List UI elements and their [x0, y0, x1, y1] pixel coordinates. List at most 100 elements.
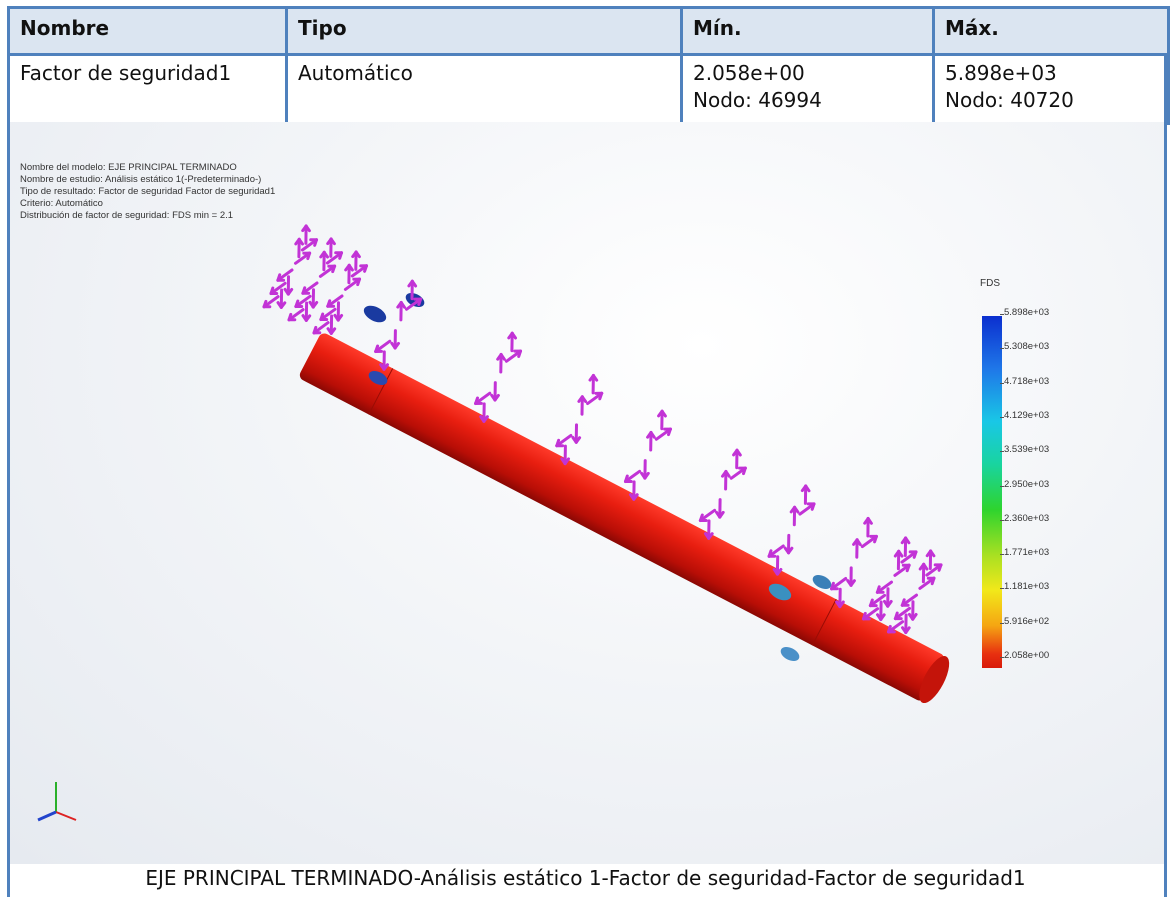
- load-arrow: [269, 286, 275, 295]
- load-arrow: [767, 549, 773, 558]
- load-arrow: [331, 264, 337, 274]
- load-arrow: [624, 469, 642, 483]
- max-node: Nodo: 40720: [945, 88, 1074, 112]
- shaft-body: [299, 333, 950, 704]
- shaft-end-face: [919, 656, 950, 704]
- load-arrow: [929, 549, 936, 558]
- load-arrow: [262, 299, 268, 309]
- load-arrow: [301, 314, 308, 322]
- load-arrow: [338, 251, 343, 260]
- load-arrow: [306, 251, 312, 261]
- load-arrow: [893, 563, 911, 577]
- load-arrow: [830, 577, 848, 591]
- load-arrow: [887, 624, 892, 634]
- load-arrow: [855, 538, 862, 547]
- load-arrow: [517, 349, 522, 358]
- load-arrow: [343, 277, 361, 291]
- load-arrow: [629, 493, 636, 501]
- load-arrow: [591, 374, 599, 382]
- legend-tick-label: 5.308e+03: [999, 341, 1050, 353]
- load-arrow: [555, 438, 561, 448]
- load-arrow: [374, 339, 392, 353]
- cell-tipo: Automático: [285, 53, 683, 125]
- load-arrow: [893, 606, 911, 621]
- load-arrow: [313, 238, 318, 247]
- load-arrow: [767, 544, 785, 558]
- load-arrow: [897, 549, 904, 558]
- load-arrow: [930, 576, 936, 586]
- load-arrow: [499, 353, 506, 361]
- table-header-row: Nombre Tipo Mín. Máx.: [7, 6, 1170, 56]
- load-arrow: [276, 273, 282, 282]
- header-tipo: Tipo: [285, 6, 683, 56]
- shaft-step-line: [368, 368, 394, 415]
- load-arrow: [294, 251, 312, 265]
- legend-tick-label: 1.771e+03: [999, 547, 1050, 559]
- info-study-name: Nombre de estudio: Análisis estático 1(-…: [20, 174, 262, 185]
- load-arrow: [304, 224, 311, 233]
- load-arrow: [308, 300, 315, 309]
- load-arrow: [873, 534, 878, 544]
- info-result-type: Tipo de resultado: Factor de seguridad F…: [20, 186, 276, 197]
- blue-region: [812, 574, 832, 590]
- cell-max: 5.898e+03 Nodo: 40720: [932, 53, 1170, 125]
- load-arrow: [907, 612, 915, 621]
- legend-title: FDS: [980, 278, 1000, 289]
- info-criterion: Criterio: Automático: [20, 198, 103, 209]
- load-arrow: [297, 237, 304, 246]
- info-fds-min: Distribución de factor de seguridad: FDS…: [20, 210, 234, 221]
- load-arrow: [300, 238, 318, 252]
- load-arrow: [901, 626, 908, 634]
- load-arrow: [417, 297, 423, 306]
- load-arrow: [283, 287, 290, 296]
- load-arrow: [835, 600, 842, 609]
- table-row: Factor de seguridad1 Automático 2.058e+0…: [7, 53, 1170, 125]
- load-arrow: [560, 457, 567, 466]
- study-info: Nombre del modelo: EJE PRINCIPAL TERMINA…: [20, 162, 275, 222]
- load-arrow: [379, 363, 386, 371]
- legend-tick-label: 3.539e+03: [999, 444, 1050, 456]
- legend-tick-label: 5.898e+03: [999, 307, 1050, 318]
- load-arrow: [490, 393, 497, 402]
- cell-min: 2.058e+00 Nodo: 46994: [680, 53, 935, 125]
- load-arrow: [793, 505, 800, 514]
- blue-region: [768, 583, 792, 601]
- load-arrow: [912, 550, 918, 559]
- load-arrow: [294, 299, 300, 308]
- load-arrow: [390, 341, 397, 350]
- load-arrow: [325, 251, 343, 265]
- load-arrow: [510, 331, 517, 340]
- load-arrow: [729, 466, 747, 480]
- results-table: Nombre Tipo Mín. Máx. Factor de segurida…: [7, 6, 1170, 125]
- load-arrow: [937, 563, 943, 572]
- load-arrow: [862, 611, 867, 621]
- load-arrow: [918, 576, 936, 590]
- load-arrow: [905, 563, 911, 573]
- load-arrow: [301, 286, 307, 295]
- legend-tick-label: 2.950e+03: [999, 478, 1050, 490]
- load-arrow: [319, 312, 325, 321]
- load-arrow: [925, 563, 943, 577]
- result-viewport[interactable]: Nombre del modelo: EJE PRINCIPAL TERMINA…: [10, 122, 1164, 864]
- blue-region: [780, 646, 800, 662]
- load-arrow: [356, 277, 361, 287]
- load-arrow: [900, 550, 918, 564]
- load-arrow: [363, 264, 368, 273]
- load-arrow: [798, 502, 816, 516]
- load-arrow: [333, 313, 340, 322]
- load-arrow: [326, 294, 344, 308]
- load-arrow: [347, 263, 354, 272]
- load-arrow: [715, 510, 722, 519]
- load-arrow: [875, 585, 881, 594]
- header-nombre: Nombre: [7, 6, 288, 56]
- blue-region: [368, 370, 388, 386]
- load-arrow: [640, 471, 647, 480]
- load-arrow: [319, 307, 337, 321]
- load-arrow: [399, 301, 406, 309]
- cell-nombre: Factor de seguridad1: [7, 53, 288, 125]
- load-arrow: [474, 396, 479, 405]
- load-arrow: [660, 409, 667, 418]
- load-arrow: [326, 327, 333, 335]
- load-arrow: [783, 546, 790, 555]
- load-arrow: [735, 448, 742, 457]
